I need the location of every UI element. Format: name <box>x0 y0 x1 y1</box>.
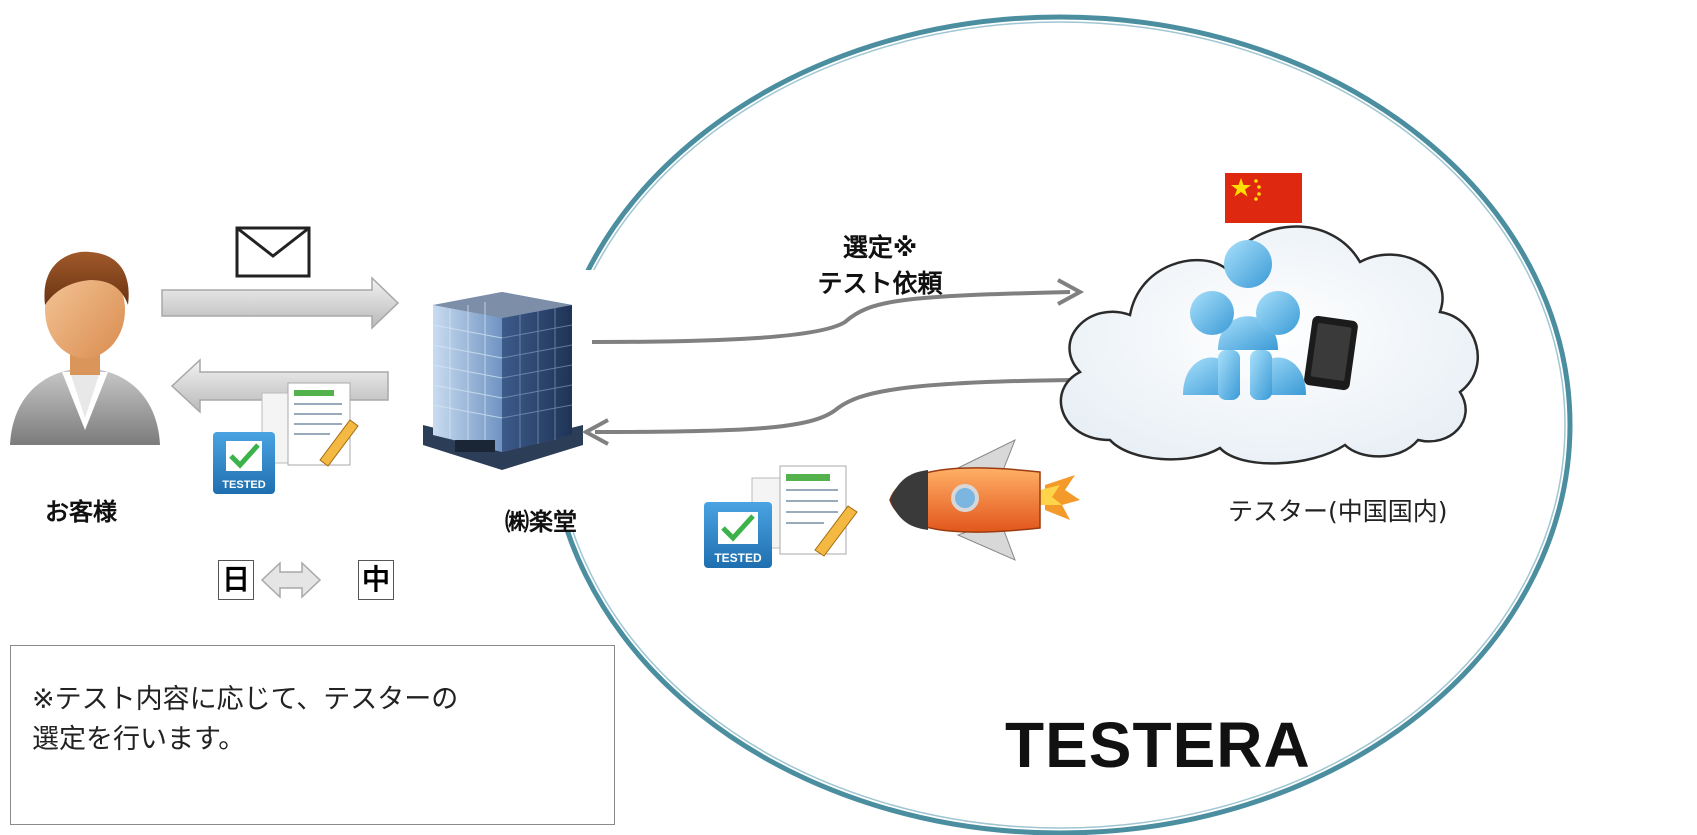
envelope-icon <box>235 226 311 278</box>
company-label: ㈱楽堂 <box>505 508 577 536</box>
note-line2: 選定を行います。 <box>32 724 246 755</box>
note-text: ※テスト内容に応じて、テスターの 選定を行います。 <box>32 680 592 760</box>
document-icon <box>261 382 359 467</box>
japanese-language-box: 日 <box>218 560 254 600</box>
result-arrow <box>594 378 1073 434</box>
select-label-line1: 選定※ <box>842 233 918 262</box>
building-icon <box>423 292 583 470</box>
select-label-line2: テスト依頼 <box>817 269 943 298</box>
testera-brand: TESTERA <box>1005 709 1311 781</box>
china-flag-icon <box>1225 173 1302 223</box>
tester-label: テスター(中国国内) <box>1228 497 1448 526</box>
report-document-icon <box>751 465 858 557</box>
note-line1: ※テスト内容に応じて、テスターの <box>32 684 459 715</box>
select-request-label: 選定※ テスト依頼 <box>800 230 960 302</box>
tested-badge-text: TESTED <box>222 479 265 491</box>
note-box <box>10 645 615 825</box>
assign-arrow <box>591 290 1071 344</box>
people-icon <box>1183 240 1306 400</box>
person-icon <box>10 251 160 445</box>
chinese-language-box: 中 <box>358 560 394 600</box>
report-tested-badge-icon: TESTED <box>704 502 772 568</box>
smartphone-icon <box>1304 315 1358 391</box>
swap-arrow-icon <box>260 561 322 599</box>
report-tested-badge-text: TESTED <box>714 551 762 565</box>
customer-label: お客様 <box>45 498 117 526</box>
request-arrow <box>161 276 400 330</box>
rocket-icon <box>889 438 1080 561</box>
tested-badge-icon: TESTED <box>213 432 275 494</box>
